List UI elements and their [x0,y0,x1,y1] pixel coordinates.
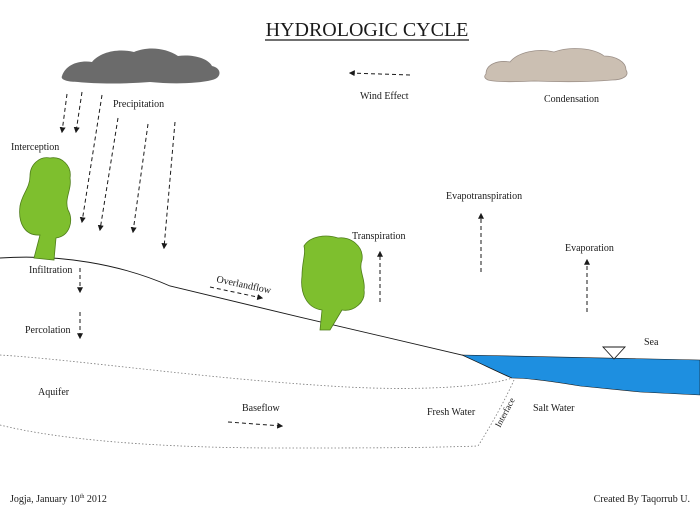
interface-line [477,379,515,447]
footer-date-sup: th [80,494,85,500]
sea-area [461,354,700,396]
label-overlandflow: Overlandflow [215,274,272,296]
aquifer-bottom-boundary [0,424,479,449]
label-interception: Interception [11,142,59,153]
overlandflow-arrow [209,286,264,300]
label-evaporation: Evaporation [565,243,614,254]
wind-effect-arrow [348,70,411,77]
footer-date-year: 2012 [84,494,107,505]
label-evapotranspiration: Evapotranspiration [446,191,522,202]
label-transpiration: Transpiration [352,231,406,242]
label-fresh-water: Fresh Water [427,407,476,418]
ground-surface-line [0,256,513,379]
label-baseflow: Baseflow [242,403,281,414]
precipitation-rain-arrows [59,91,176,250]
label-wind-effect: Wind Effect [360,91,409,102]
label-infiltration: Infiltration [29,265,72,276]
footer-date-prefix: Jogja, January 10 [10,494,80,505]
sea-level-marker-icon [601,346,627,360]
label-percolation: Percolation [25,325,71,336]
label-condensation: Condensation [544,94,599,105]
evaporation-arrows [377,212,590,312]
label-sea: Sea [644,337,659,348]
diagram-title: HYDROLOGIC CYCLE [266,19,469,41]
label-aquifer: Aquifer [38,387,70,398]
label-salt-water: Salt Water [533,403,575,414]
rain-cloud-icon [61,48,220,84]
label-interface: Interface [493,396,517,429]
condensation-cloud-icon [484,48,628,83]
transpiration-tree-icon [301,235,365,331]
baseflow-arrow [227,421,284,429]
footer-date: Jogja, January 10th 2012 [10,494,107,505]
interception-tree-icon [19,157,72,261]
aquifer-top-boundary [0,354,513,389]
label-precipitation: Precipitation [113,99,164,110]
footer-credit: Created By Taqorrub U. [594,494,690,505]
